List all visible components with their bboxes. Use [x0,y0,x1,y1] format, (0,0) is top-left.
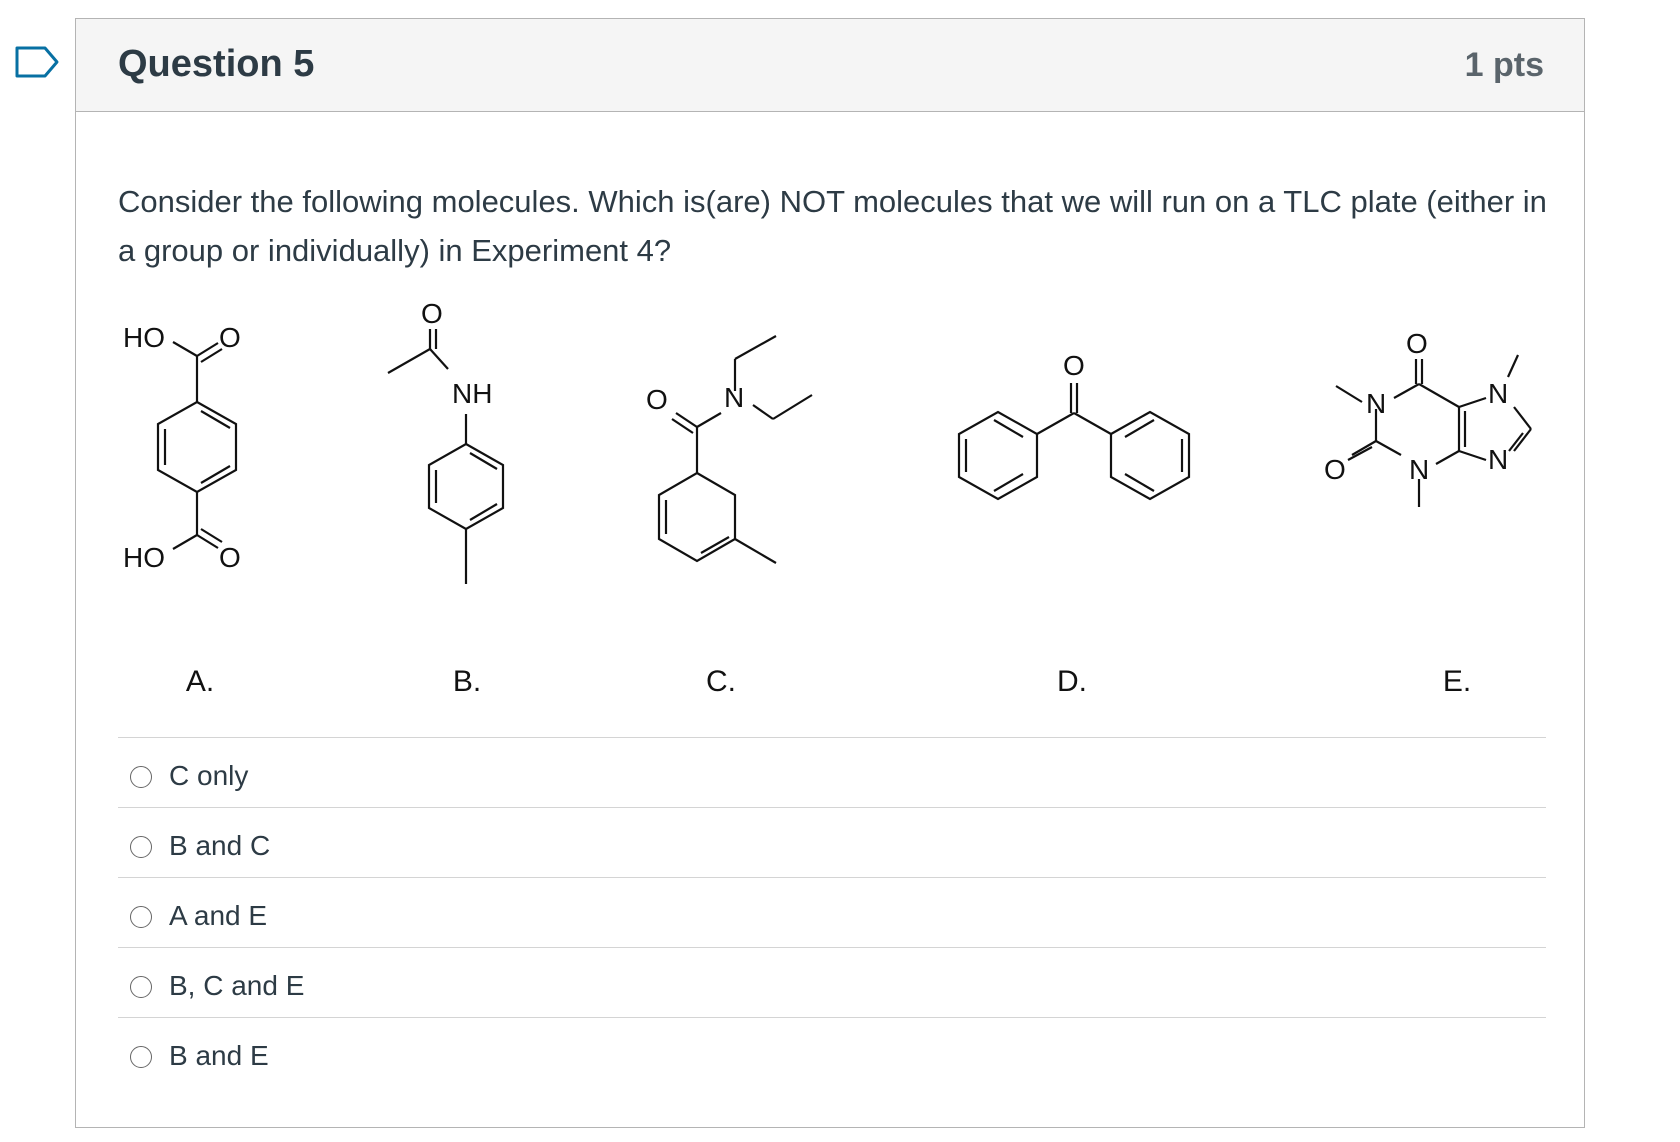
atom-label: O [1406,328,1428,359]
answer-list: C only B and C A and E B, C and E B and … [118,737,1546,1087]
atom-label: O [219,542,241,573]
atom-label: O [219,322,241,353]
question-header: Question 5 1 pts [76,19,1584,112]
atom-label: NH [452,378,492,409]
answer-label[interactable]: C only [169,760,249,791]
answer-option[interactable]: C only [118,737,1546,807]
atom-label: O [646,384,668,415]
answer-option[interactable]: B and E [118,1017,1546,1087]
molecule-d: O [957,350,1191,501]
molecule-label-e: E. [1442,665,1472,698]
atom-label: N [1409,454,1429,485]
answer-option[interactable]: B, C and E [118,947,1546,1017]
atom-label: HO [123,322,165,353]
bookmark-flag-icon[interactable] [15,46,59,78]
question-title: Question 5 [118,43,315,85]
molecule-label-b: B. [452,665,482,698]
answer-option[interactable]: A and E [118,877,1546,947]
molecule-label-a: A. [185,665,215,698]
atom-label: O [1063,350,1085,381]
question-text: Consider the following molecules. Which … [118,184,1547,268]
molecule-label-d: D. [1057,665,1087,698]
radio-button[interactable] [130,906,152,928]
molecule-b: O NH [387,299,505,584]
molecule-figure: HO O HO O O NH [76,299,1586,719]
answer-label[interactable]: B and C [169,830,271,861]
molecule-e: O N N O N N [1324,328,1532,507]
answer-option[interactable]: B and C [118,807,1546,877]
atom-label: N [1488,444,1508,475]
answer-label[interactable]: A and E [169,900,268,931]
radio-button[interactable] [130,766,152,788]
molecule-a: HO O HO O [123,322,241,573]
question-card: Question 5 1 pts Consider the following … [75,18,1585,1128]
molecule-label-c: C. [706,665,736,698]
radio-button[interactable] [130,1046,152,1068]
atom-label: N [724,382,744,413]
atom-label: O [421,299,443,329]
molecule-c: O N [646,335,813,564]
molecule-structures: HO O HO O O NH [123,299,1532,584]
radio-button[interactable] [130,976,152,998]
atom-label: HO [123,542,165,573]
answer-label[interactable]: B and E [169,1040,269,1071]
atom-label: O [1324,454,1346,485]
question-points: 1 pts [1464,46,1544,84]
radio-button[interactable] [130,836,152,858]
answer-label[interactable]: B, C and E [169,970,305,1001]
atom-label: N [1366,388,1386,419]
atom-label: N [1488,378,1508,409]
